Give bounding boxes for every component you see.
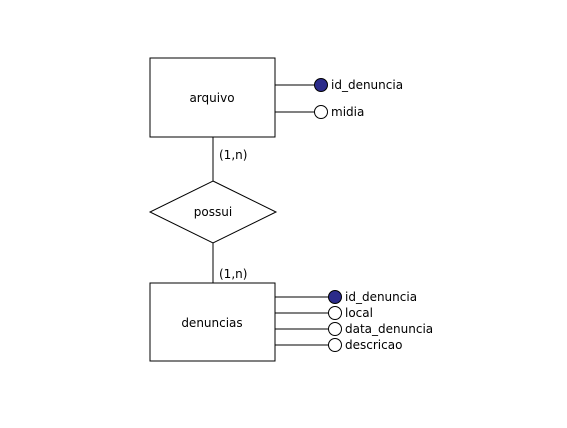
attribute-icon <box>314 105 328 119</box>
attribute-icon <box>328 322 342 336</box>
denuncias-attr-descricao[interactable]: descricao <box>275 338 402 352</box>
attr-label: id_denuncia <box>331 78 403 92</box>
attr-label: local <box>345 306 373 320</box>
relationship-possui-diamond <box>148 180 278 244</box>
denuncias-attr-id-denuncia[interactable]: id_denuncia <box>275 290 417 304</box>
entity-denuncias-box <box>149 282 276 362</box>
attr-label: descricao <box>345 338 402 352</box>
entity-arquivo-label: arquivo <box>189 91 234 105</box>
arquivo-attr-id-denuncia[interactable]: id_denuncia <box>275 78 403 92</box>
relationship-possui-label: possui <box>194 205 232 219</box>
entity-denuncias-label: denuncias <box>181 316 242 330</box>
attr-label: id_denuncia <box>345 290 417 304</box>
cardinality-top: (1,n) <box>219 148 247 162</box>
denuncias-attr-local[interactable]: local <box>275 306 373 320</box>
cardinality-bottom: (1,n) <box>219 267 247 281</box>
attr-label: data_denuncia <box>345 322 433 336</box>
attribute-icon <box>328 338 342 352</box>
attr-label: midia <box>331 105 364 119</box>
key-attribute-icon <box>314 78 328 92</box>
arquivo-attr-midia[interactable]: midia <box>275 105 364 119</box>
relationship-possui[interactable]: possui <box>148 180 278 244</box>
key-attribute-icon <box>328 290 342 304</box>
denuncias-attr-data-denuncia[interactable]: data_denuncia <box>275 322 433 336</box>
attribute-icon <box>328 306 342 320</box>
entity-arquivo-box <box>149 57 276 138</box>
entity-denuncias[interactable]: denuncias <box>149 282 276 362</box>
entity-arquivo[interactable]: arquivo <box>149 57 276 138</box>
